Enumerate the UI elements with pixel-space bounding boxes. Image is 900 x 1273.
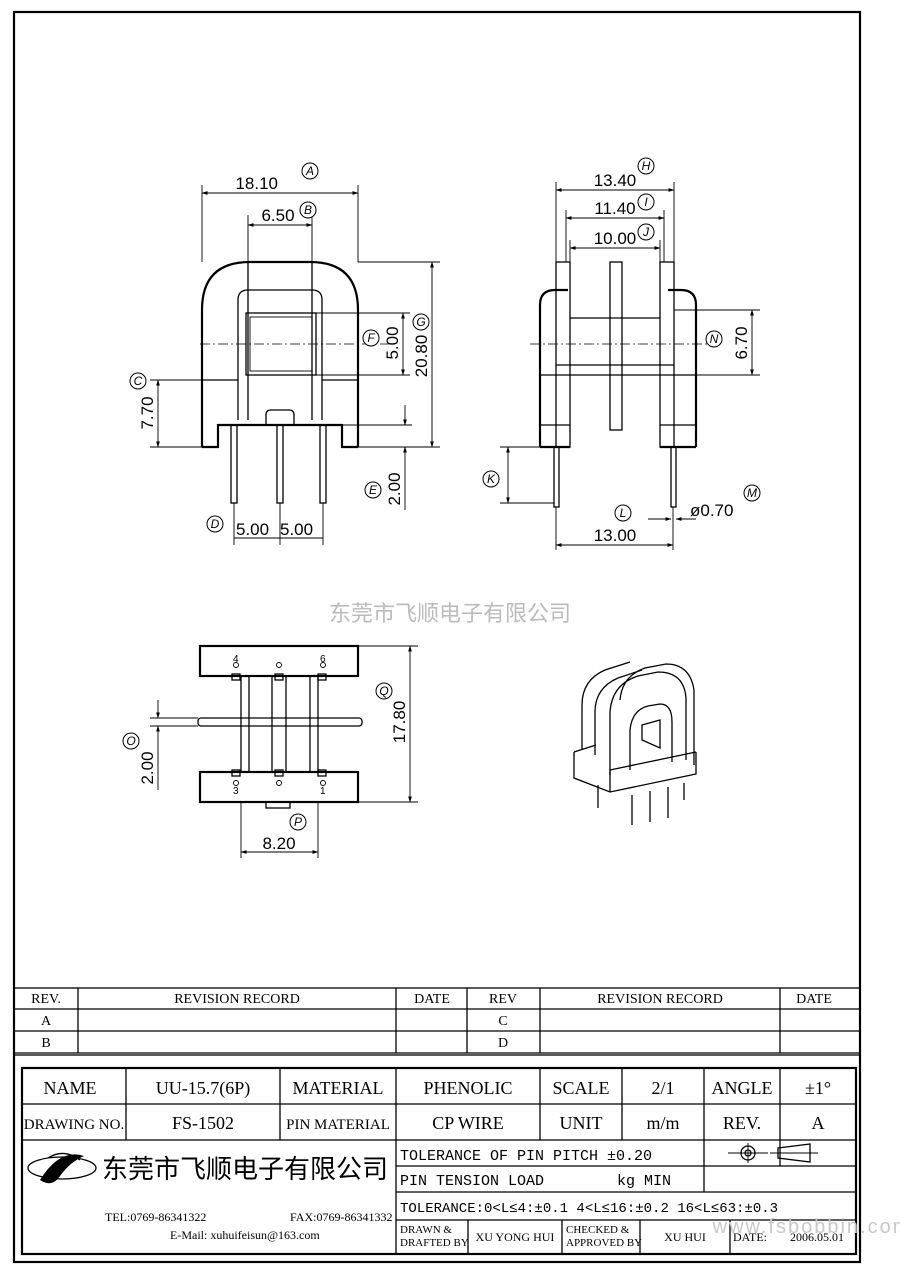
rev-row-b: B <box>41 1036 50 1051</box>
drawing-no-label: DRAWING NO. <box>24 1117 124 1133</box>
dim-pin-length: 2.00 <box>385 472 404 505</box>
material-value: PHENOLIC <box>424 1078 513 1098</box>
drawing-no-value: FS-1502 <box>172 1113 234 1133</box>
company-name: 东莞市飞顺电子有限公司 <box>102 1154 388 1184</box>
dim-side-span: 13.00 <box>594 526 637 545</box>
ref-c: C <box>134 374 143 388</box>
checked-label-2: APPROVED BY <box>566 1237 642 1249</box>
rev-header-2: REV <box>489 992 517 1007</box>
pin-tension-load: PIN TENSION LOAD <box>400 1173 544 1190</box>
dim-side-outer: 13.40 <box>594 171 637 190</box>
ref-i: I <box>644 195 648 209</box>
website-watermark: www.fsbobbin.com <box>712 1216 900 1238</box>
ref-j: J <box>642 225 650 239</box>
name-label: NAME <box>44 1078 97 1098</box>
checked-label-1: CHECKED & <box>566 1224 630 1236</box>
dim-side-mid: 11.40 <box>594 199 635 218</box>
unit-value: m/m <box>646 1113 679 1133</box>
ref-b: B <box>304 203 312 217</box>
revision-table: REV. REVISION RECORD DATE REV REVISION R… <box>13 987 861 1056</box>
ref-p: P <box>294 815 302 829</box>
dim-bottom-offset: 2.00 <box>138 751 157 784</box>
ref-e: E <box>369 483 378 497</box>
ref-n: N <box>710 332 719 346</box>
company-logo-icon <box>27 1152 97 1184</box>
pin-number-3: 3 <box>233 786 239 797</box>
date-header-2: DATE <box>796 992 832 1007</box>
date-label: DATE: <box>733 1230 767 1244</box>
revision-record-header-2: REVISION RECORD <box>597 992 723 1007</box>
dim-bottom-height: 17.80 <box>390 701 409 744</box>
pin-number-6: 6 <box>320 654 326 665</box>
tolerance-line: TOLERANCE:0<L≤4:±0.1 4<L≤16:±0.2 16<L≤63… <box>400 1201 778 1217</box>
unit-label: UNIT <box>560 1113 603 1133</box>
ref-g: G <box>416 315 425 329</box>
pin-material-label: PIN MATERIAL <box>286 1117 390 1133</box>
projection-symbol-icon <box>728 1143 818 1163</box>
scale-label: SCALE <box>552 1078 609 1098</box>
drawn-label-1: DRAWN & <box>400 1224 452 1236</box>
title-block: NAME UU-15.7(6P) MATERIAL PHENOLIC SCALE… <box>20 1066 858 1256</box>
bottom-view: 4 6 3 1 17.80 Q 2.00 O 8.20 P <box>122 644 418 858</box>
ref-m: M <box>747 486 757 500</box>
company-fax: FAX:0769-86341332 <box>290 1210 392 1224</box>
front-view: 18.10 A 6.50 B 20.80 G 5.00 F 7.70 C <box>129 162 440 545</box>
ref-d: D <box>211 517 220 531</box>
date-value: 2006.05.01 <box>790 1230 844 1244</box>
tolerance-pin-pitch: TOLERANCE OF PIN PITCH ±0.20 <box>400 1148 652 1165</box>
rev-value: A <box>812 1113 825 1133</box>
dim-front-height: 20.80 <box>412 335 431 378</box>
ref-k: K <box>487 472 496 486</box>
dim-front-width: 18.10 <box>235 174 278 193</box>
rev-header: REV. <box>31 992 61 1007</box>
isometric-view <box>573 661 697 825</box>
pin-number-1: 1 <box>320 786 326 797</box>
ref-h: H <box>642 159 651 173</box>
ref-o: O <box>126 734 135 748</box>
rev-label: REV. <box>723 1113 761 1133</box>
dim-bottom-width: 8.20 <box>262 834 295 853</box>
drawn-by-value: XU YONG HUI <box>476 1230 555 1244</box>
rev-row-c: C <box>498 1014 507 1029</box>
dim-front-window: 5.00 <box>383 326 402 359</box>
dim-front-base: 7.70 <box>138 396 157 429</box>
dim-side-inner: 10.00 <box>594 229 637 248</box>
rev-row-d: D <box>498 1036 508 1051</box>
dim-side-height: 6.70 <box>732 326 751 359</box>
company-tel: TEL:0769-86341322 <box>105 1210 206 1224</box>
scale-value: 2/1 <box>651 1078 674 1098</box>
rev-row-a: A <box>41 1014 52 1029</box>
revision-record-header: REVISION RECORD <box>174 992 300 1007</box>
drawn-label-2: DRAFTED BY <box>400 1237 469 1249</box>
ref-f: F <box>367 331 375 345</box>
ref-l: L <box>620 506 627 520</box>
company-email: E-Mail: xuhuifeisun@163.com <box>170 1228 320 1242</box>
dim-pitch-a: 5.00 <box>236 520 269 539</box>
date-header: DATE <box>414 992 450 1007</box>
pin-tension-unit: kg MIN <box>617 1173 671 1190</box>
ref-q: Q <box>379 684 388 698</box>
ref-a: A <box>305 164 314 178</box>
dim-front-inner: 6.50 <box>261 206 294 225</box>
angle-value: ±1° <box>805 1078 831 1098</box>
sheet-border <box>12 10 862 1264</box>
pin-material-value: CP WIRE <box>432 1113 504 1133</box>
dim-pin-diameter: ø0.70 <box>690 501 733 520</box>
side-view: 13.40 H 11.40 I 10.00 J 6.70 N K 1 <box>482 157 761 550</box>
checked-by-value: XU HUI <box>664 1230 706 1244</box>
angle-label: ANGLE <box>712 1078 773 1098</box>
company-watermark: 东莞市飞顺电子有限公司 <box>329 601 571 626</box>
material-label: MATERIAL <box>293 1078 384 1098</box>
name-value: UU-15.7(6P) <box>156 1078 251 1099</box>
dim-pitch-b: 5.00 <box>280 520 313 539</box>
pin-number-4: 4 <box>233 654 239 665</box>
